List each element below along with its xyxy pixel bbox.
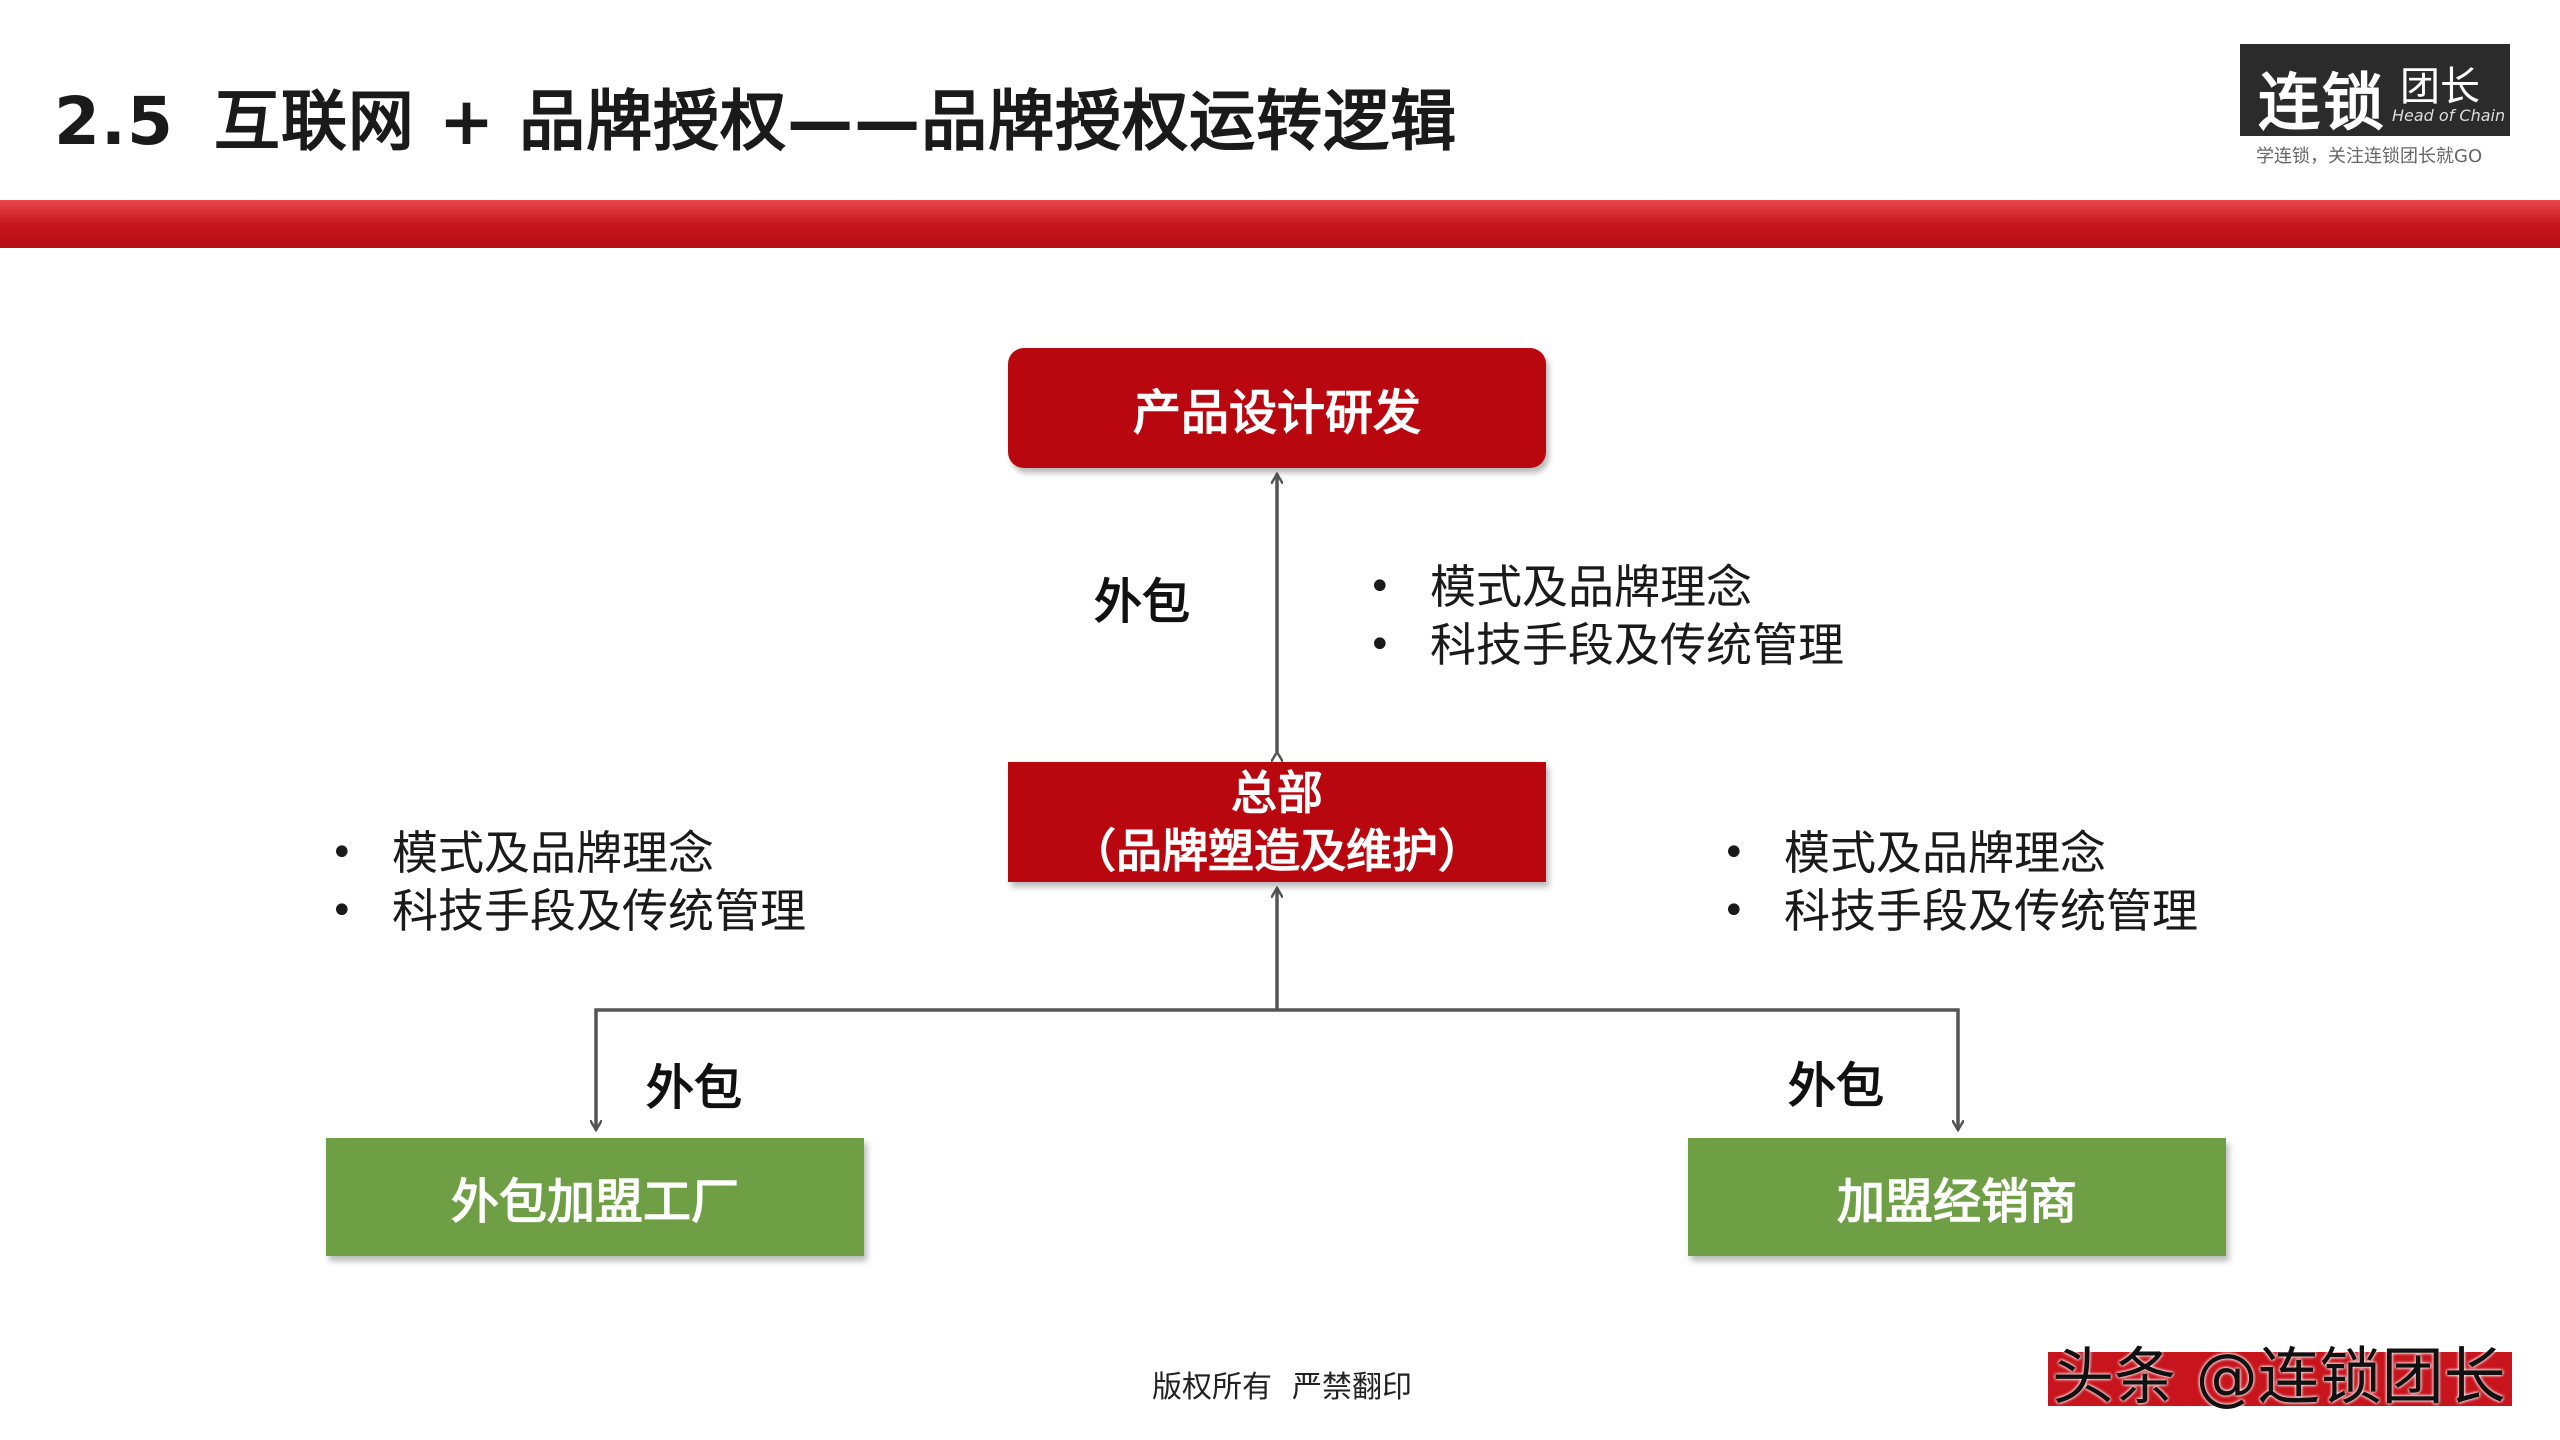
bullet-item: 模式及品牌理念 xyxy=(330,824,806,882)
title-text: 互联网 + 品牌授权——品牌授权运转逻辑 xyxy=(213,83,1458,160)
bullet-item: 科技手段及传统管理 xyxy=(1368,616,1844,674)
bullet-item: 科技手段及传统管理 xyxy=(1722,882,2198,940)
header-band xyxy=(0,200,2560,248)
edge-label-left: 外包 xyxy=(646,1060,743,1116)
node-hq-line2: （品牌塑造及维护） xyxy=(1070,824,1484,878)
footer-left: 版权所有 xyxy=(1152,1370,1272,1405)
brand-logo: 连锁 团长 Head of Chain xyxy=(2240,44,2510,139)
edge-label-right: 外包 xyxy=(1788,1058,1885,1114)
node-product-design-label: 产品设计研发 xyxy=(1132,385,1421,441)
logo-main: 连锁 xyxy=(2258,66,2387,139)
watermark-bar xyxy=(2048,1352,2512,1406)
node-dealer-label: 加盟经销商 xyxy=(1836,1174,2077,1230)
logo-side: 团长 xyxy=(2400,64,2480,110)
node-factory: 外包加盟工厂 xyxy=(326,1138,864,1256)
node-factory-label: 外包加盟工厂 xyxy=(450,1174,739,1230)
logo-english: Head of Chain xyxy=(2392,106,2506,125)
copyright-footer: 版权所有严禁翻印 xyxy=(1152,1362,1412,1406)
edge-label-top: 外包 xyxy=(1094,574,1191,630)
bullet-item: 模式及品牌理念 xyxy=(1722,824,2198,882)
page-title: 2.5 互联网 + 品牌授权——品牌授权运转逻辑 xyxy=(54,68,1457,164)
logo-tagline: 学连锁，关注连锁团长就GO xyxy=(2256,146,2483,167)
node-dealer: 加盟经销商 xyxy=(1688,1138,2226,1256)
arrow-to-dealer xyxy=(1277,1008,1958,1130)
node-product-design: 产品设计研发 xyxy=(1008,348,1546,468)
footer-right: 严禁翻印 xyxy=(1292,1370,1412,1405)
arrow-to-factory xyxy=(596,1008,1277,1130)
node-hq-line1: 总部 xyxy=(1231,766,1323,820)
bullet-list-top: 模式及品牌理念 科技手段及传统管理 xyxy=(1368,558,1844,674)
bullet-item: 科技手段及传统管理 xyxy=(330,882,806,940)
section-number: 2.5 xyxy=(54,83,174,160)
watermark-text: 头条 @连锁团长 xyxy=(2052,1340,2506,1413)
bullet-item: 模式及品牌理念 xyxy=(1368,558,1844,616)
bullet-list-right: 模式及品牌理念 科技手段及传统管理 xyxy=(1722,824,2198,940)
bullet-list-left: 模式及品牌理念 科技手段及传统管理 xyxy=(330,824,806,940)
node-headquarters: 总部 （品牌塑造及维护） xyxy=(1008,762,1546,882)
